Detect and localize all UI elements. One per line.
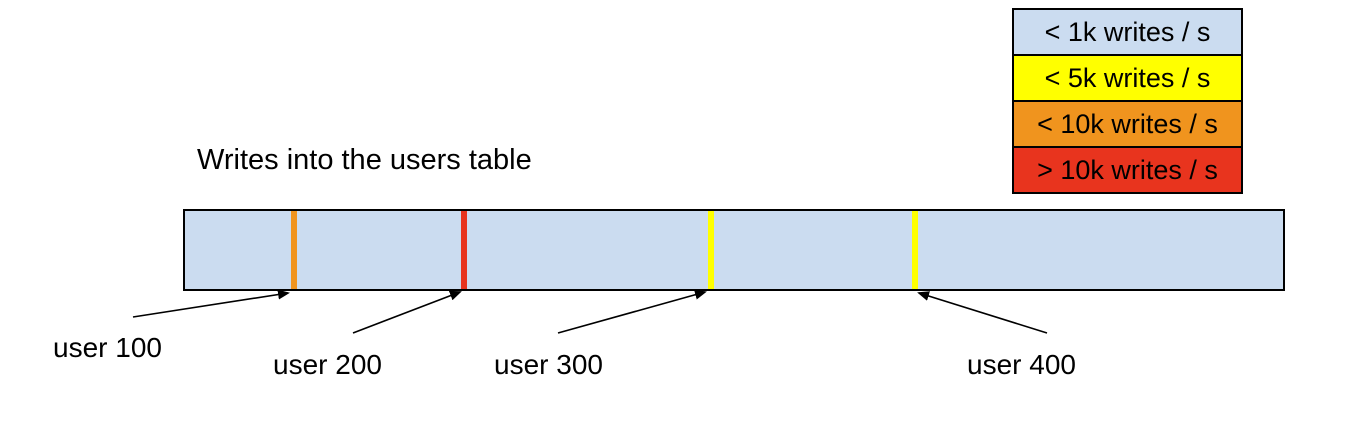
users-table-bar	[183, 209, 1285, 291]
label-user-400: user 400	[967, 349, 1076, 380]
arrow-user-100	[132, 289, 290, 318]
write-marker-user-200	[460, 211, 467, 289]
legend: < 1k writes / s < 5k writes / s < 10k wr…	[1012, 8, 1243, 194]
legend-item-label: < 1k writes / s	[1044, 16, 1211, 47]
arrow-user-400	[917, 291, 1048, 334]
arrow-user-200	[352, 290, 462, 334]
arrow-user-300	[557, 289, 707, 334]
legend-item-lt-1k: < 1k writes / s	[1014, 10, 1241, 54]
write-marker-user-100	[290, 211, 297, 289]
legend-item-label: < 5k writes / s	[1044, 62, 1211, 93]
label-user-300: user 300	[494, 349, 603, 380]
legend-item-gt-10k: > 10k writes / s	[1014, 146, 1241, 192]
label-user-100: user 100	[53, 332, 162, 363]
legend-item-label: > 10k writes / s	[1037, 154, 1218, 185]
write-marker-user-400	[912, 211, 919, 289]
legend-item-label: < 10k writes / s	[1037, 108, 1218, 139]
legend-item-lt-10k: < 10k writes / s	[1014, 100, 1241, 146]
legend-item-lt-5k: < 5k writes / s	[1014, 54, 1241, 100]
write-marker-user-300	[707, 211, 714, 289]
label-user-200: user 200	[273, 349, 382, 380]
diagram-title: Writes into the users table	[197, 144, 532, 176]
